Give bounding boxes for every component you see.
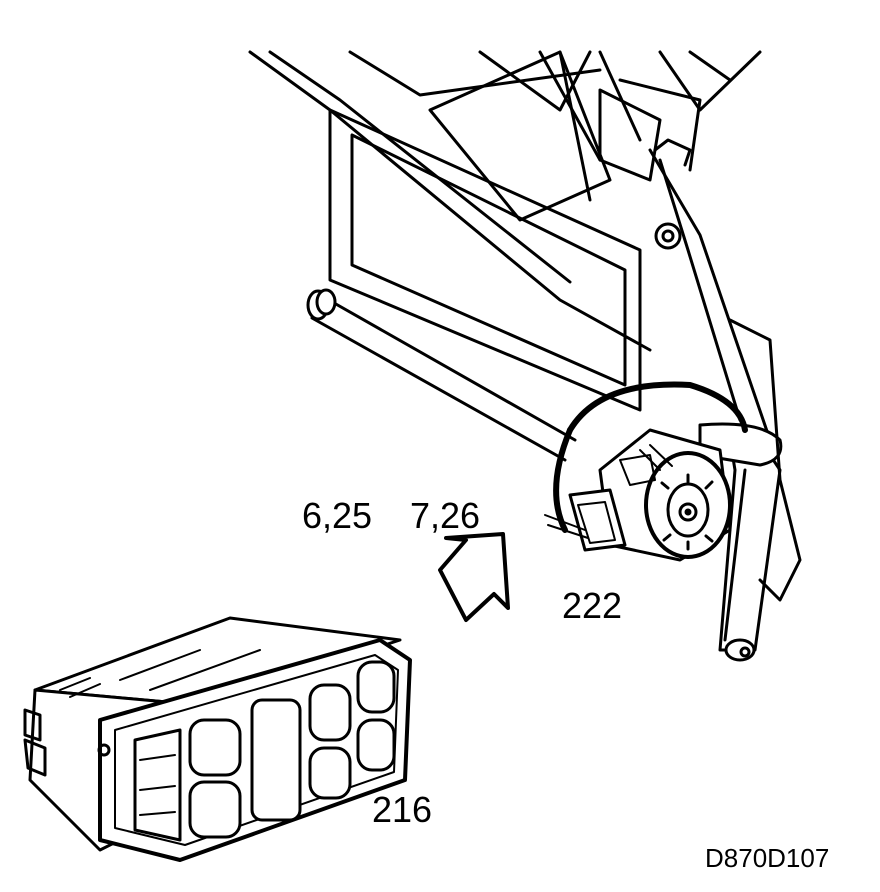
linkage-arm <box>648 138 802 662</box>
heater-housing <box>248 50 762 412</box>
callout-216: 216 <box>372 789 433 830</box>
flap-shaft <box>306 288 577 462</box>
reference-label-6-25: 6,25 <box>302 495 373 536</box>
direction-arrow <box>438 532 510 622</box>
reference-label-7-26: 7,26 <box>410 495 481 536</box>
callout-222: 222 <box>562 585 623 626</box>
control-panel-216-drawing <box>23 616 412 862</box>
motor-222-drawing <box>544 381 748 562</box>
drawing-code: D870D107 <box>705 843 830 873</box>
